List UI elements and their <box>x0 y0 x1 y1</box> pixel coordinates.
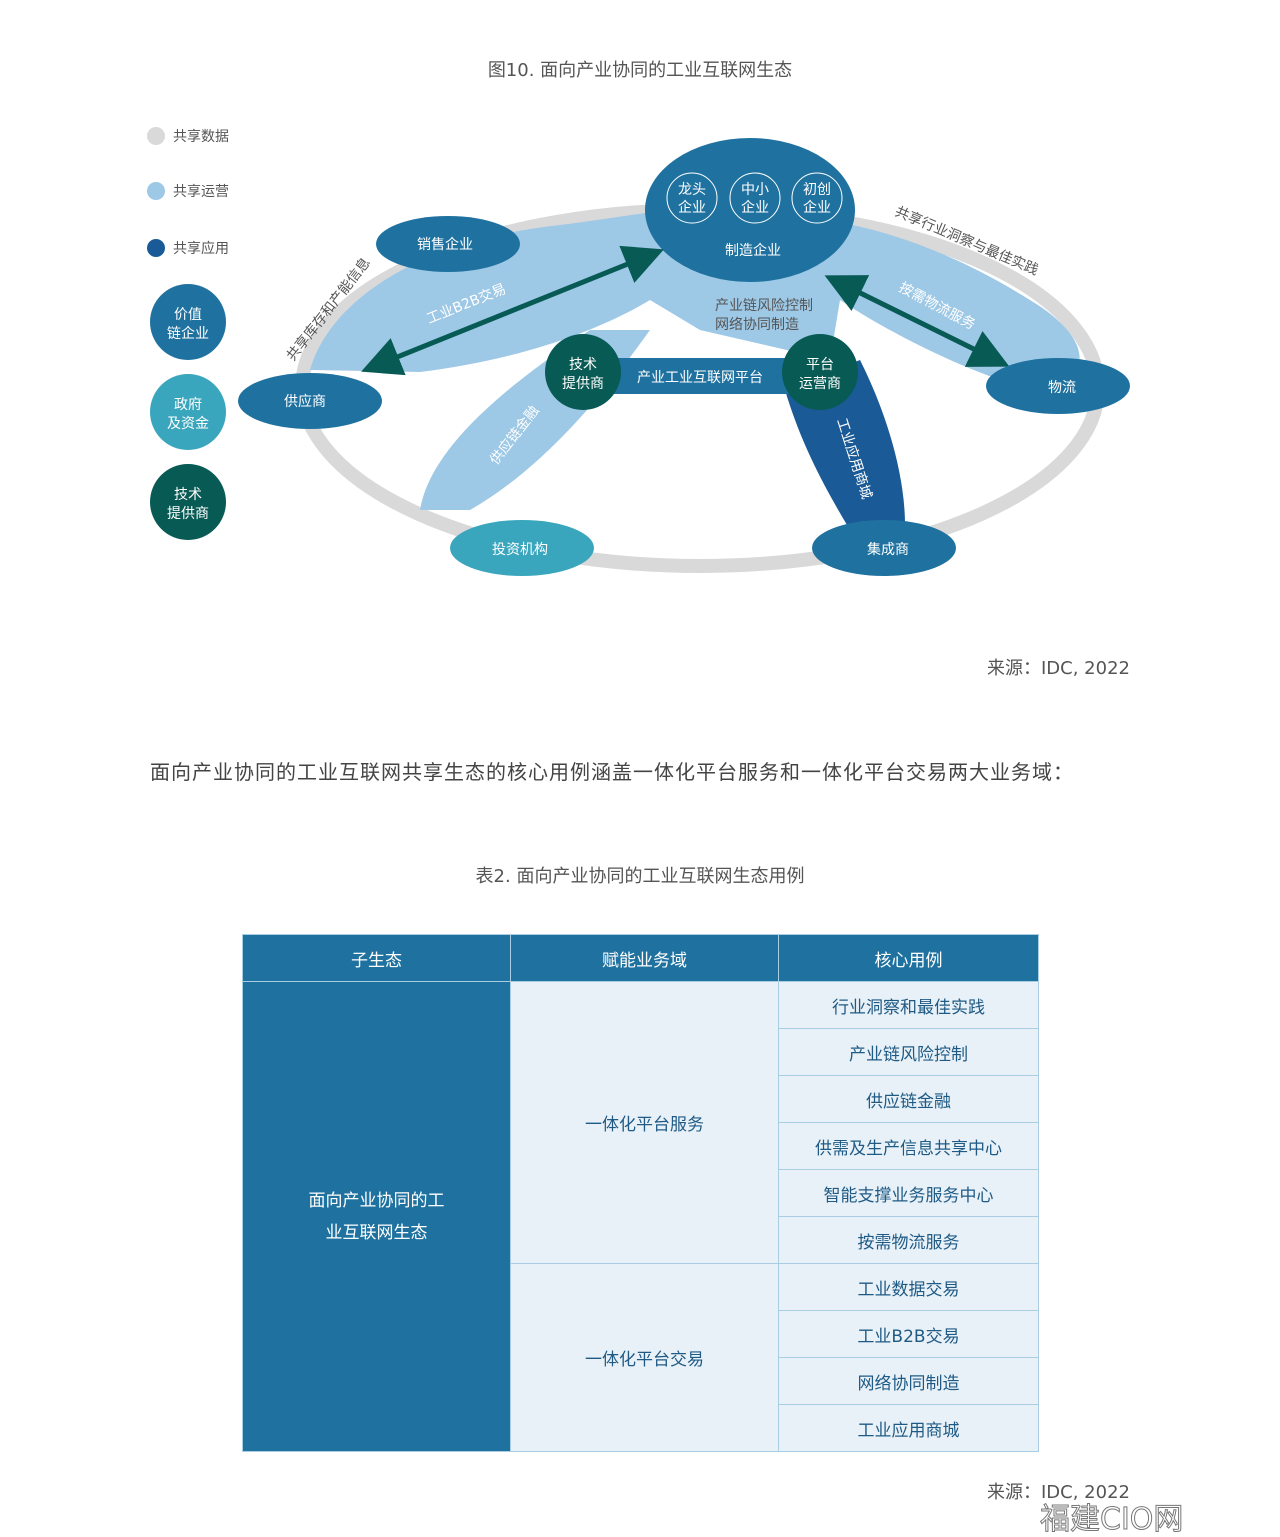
figure-nodes-operator-0: 平台 <box>806 357 834 373</box>
figure-nodes-leader-0: 龙头 <box>678 182 706 198</box>
table-uses-1: 产业链风险控制 <box>778 1028 1039 1076</box>
table-sub-1: 业互联网生态 <box>325 1222 428 1243</box>
table-source: 来源：IDC, 2022 <box>987 1482 1130 1503</box>
platform-label: 产业工业互联网平台 <box>637 370 763 386</box>
figure-caption: 图10. 面向产业协同的工业互联网生态 <box>487 60 793 81</box>
supplier-node <box>238 373 382 429</box>
figure-nodes-startup-0: 初创 <box>803 181 831 198</box>
manufacturer-label: 制造企业 <box>725 242 781 259</box>
table-uses-2: 供应链金融 <box>778 1075 1039 1123</box>
figure-nodes-investor: 投资机构 <box>492 542 548 558</box>
figure-roles_lines-2-0: 技术 <box>174 487 202 503</box>
figure-legend-0: 共享数据 <box>173 128 229 145</box>
table-sub-0: 面向产业协同的工 <box>308 1190 445 1211</box>
legend-app-dot <box>147 239 165 257</box>
table-uses-8: 网络协同制造 <box>778 1357 1039 1405</box>
figure-legend-2: 共享应用 <box>173 240 229 257</box>
figure-roles_lines-2-1: 提供商 <box>167 506 209 522</box>
figure-legend-1: 共享运营 <box>173 183 229 200</box>
figure-labels-network: 网络协同制造 <box>715 317 799 333</box>
figure-nodes-logistics: 物流 <box>1048 380 1076 396</box>
figure-nodes-leader-1: 企业 <box>678 199 706 216</box>
logistics-node <box>986 358 1130 414</box>
figure-nodes-tech-0: 技术 <box>569 357 597 373</box>
role-tech-provider <box>150 464 226 540</box>
table-domains-1: 一体化平台交易 <box>510 1263 779 1452</box>
paragraph: 面向产业协同的工业互联网共享生态的核心用例涵盖一体化平台服务和一体化平台交易两大… <box>150 760 1074 784</box>
tech-provider-node <box>545 334 621 410</box>
figure-roles_lines-0-1: 链企业 <box>167 325 209 342</box>
figure-roles_lines-1-0: 政府 <box>174 397 202 413</box>
figure-nodes-operator-1: 运营商 <box>799 376 841 392</box>
b2b-arrow <box>361 245 664 376</box>
role-value-chain <box>150 284 226 360</box>
figure-source: 来源：IDC, 2022 <box>987 658 1130 679</box>
table-headers-2: 核心用例 <box>778 934 1039 982</box>
table-uses-3: 供需及生产信息共享中心 <box>778 1122 1039 1170</box>
watermark: 福建CIO网 <box>1039 1502 1184 1537</box>
role-government <box>150 374 226 450</box>
figure-nodes-tech-1: 提供商 <box>562 376 604 392</box>
sub-ecosystem-cell: 面向产业协同的工业互联网生态 <box>242 981 511 1452</box>
figure-nodes-sme-1: 企业 <box>741 199 769 216</box>
figure-nodes-sales: 销售企业 <box>417 236 473 253</box>
figure-roles_lines-1-1: 及资金 <box>167 416 209 432</box>
figure-nodes-supplier: 供应商 <box>284 393 326 410</box>
table-domains-0: 一体化平台服务 <box>510 981 779 1264</box>
logistics-arrow <box>824 275 1010 367</box>
figure-labels-risk: 产业链风险控制 <box>715 298 813 314</box>
operator-node <box>782 334 858 410</box>
figure-nodes-sme-0: 中小 <box>741 182 769 198</box>
sme-circle <box>729 172 781 224</box>
sales-node <box>376 216 520 272</box>
startup-circle <box>791 172 843 224</box>
table-caption: 表2. 面向产业协同的工业互联网生态用例 <box>475 866 805 887</box>
leader-circle <box>666 172 718 224</box>
table-uses-6: 工业数据交易 <box>778 1263 1039 1311</box>
table-headers-1: 赋能业务域 <box>510 934 779 982</box>
table-uses-4: 智能支撑业务服务中心 <box>778 1169 1039 1217</box>
table-headers-0: 子生态 <box>242 934 511 982</box>
use-case-table: 子生态赋能业务域核心用例 面向产业协同的工业互联网生态 一体化平台服务行业洞察和… <box>242 934 1039 1452</box>
figure-roles_lines-0-0: 价值 <box>174 307 202 323</box>
integrator-node <box>812 520 956 576</box>
table-uses-9: 工业应用商城 <box>778 1404 1039 1452</box>
legend-ops-dot <box>147 182 165 200</box>
investor-node <box>450 520 594 576</box>
table-uses-5: 按需物流服务 <box>778 1216 1039 1264</box>
figure-nodes-startup-1: 企业 <box>803 199 831 216</box>
legend-data-dot <box>147 127 165 145</box>
table-uses-0: 行业洞察和最佳实践 <box>778 981 1039 1029</box>
figure-nodes-integrator: 集成商 <box>867 541 909 558</box>
table-uses-7: 工业B2B交易 <box>778 1310 1039 1358</box>
